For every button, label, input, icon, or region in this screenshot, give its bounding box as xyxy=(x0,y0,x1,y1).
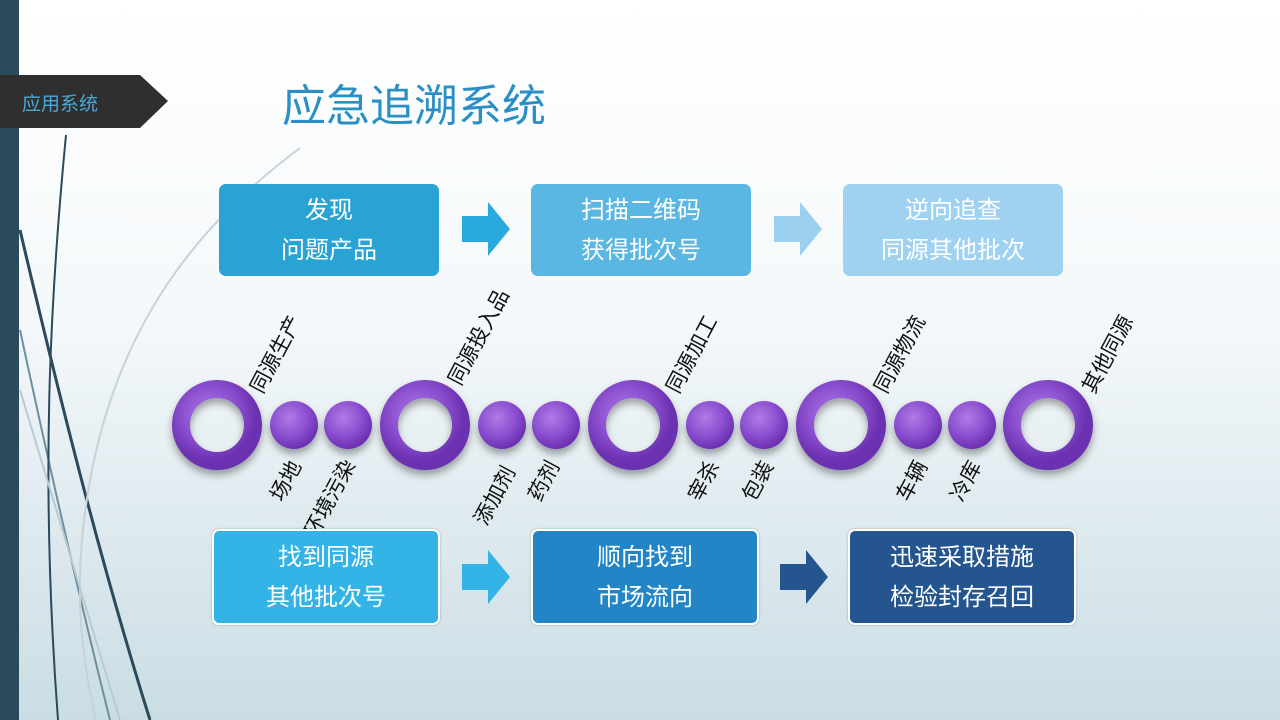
arrow-right-icon xyxy=(774,202,822,256)
arrow-right-icon xyxy=(780,550,828,604)
flow-box-line1: 顺向找到 xyxy=(597,543,693,571)
chain-bead xyxy=(478,401,526,449)
chain-ring xyxy=(796,380,886,470)
flow-box-line2: 问题产品 xyxy=(281,236,377,264)
flow-box-scan: 扫描二维码 获得批次号 xyxy=(531,184,751,276)
flow-box-line1: 迅速采取措施 xyxy=(890,543,1034,571)
chain-ring xyxy=(380,380,470,470)
flow-box-line2: 其他批次号 xyxy=(266,583,386,611)
flow-box-find-source: 找到同源 其他批次号 xyxy=(212,529,440,625)
chain-ring xyxy=(1003,380,1093,470)
flow-box-take-action: 迅速采取措施 检验封存召回 xyxy=(848,529,1076,625)
flow-box-line1: 扫描二维码 xyxy=(581,196,701,224)
flow-box-forward-trace: 顺向找到 市场流向 xyxy=(531,529,759,625)
flow-box-line2: 获得批次号 xyxy=(581,236,701,264)
section-label: 应用系统 xyxy=(22,93,99,115)
section-tab: 应用系统 xyxy=(0,75,168,128)
left-accent-bar xyxy=(0,0,19,720)
chain-bead xyxy=(324,401,372,449)
chain-bead xyxy=(532,401,580,449)
flow-box-discover: 发现 问题产品 xyxy=(219,184,439,276)
chain-bead xyxy=(686,401,734,449)
flow-box-line2: 同源其他批次 xyxy=(881,236,1025,264)
chain-bead xyxy=(894,401,942,449)
arrow-right-icon xyxy=(462,202,510,256)
flow-box-line2: 市场流向 xyxy=(597,583,693,611)
flow-box-line1: 逆向追查 xyxy=(905,196,1001,224)
chain-bead xyxy=(270,401,318,449)
chain-ring xyxy=(588,380,678,470)
chain-ring xyxy=(172,380,262,470)
chain-bead xyxy=(740,401,788,449)
page-title: 应急追溯系统 xyxy=(282,81,546,132)
flow-box-line1: 找到同源 xyxy=(278,543,374,571)
flow-box-line2: 检验封存召回 xyxy=(890,583,1034,611)
flow-box-trace-back: 逆向追查 同源其他批次 xyxy=(843,184,1063,276)
chain-bead xyxy=(948,401,996,449)
flow-box-line1: 发现 xyxy=(305,196,353,224)
arrow-right-icon xyxy=(462,550,510,604)
